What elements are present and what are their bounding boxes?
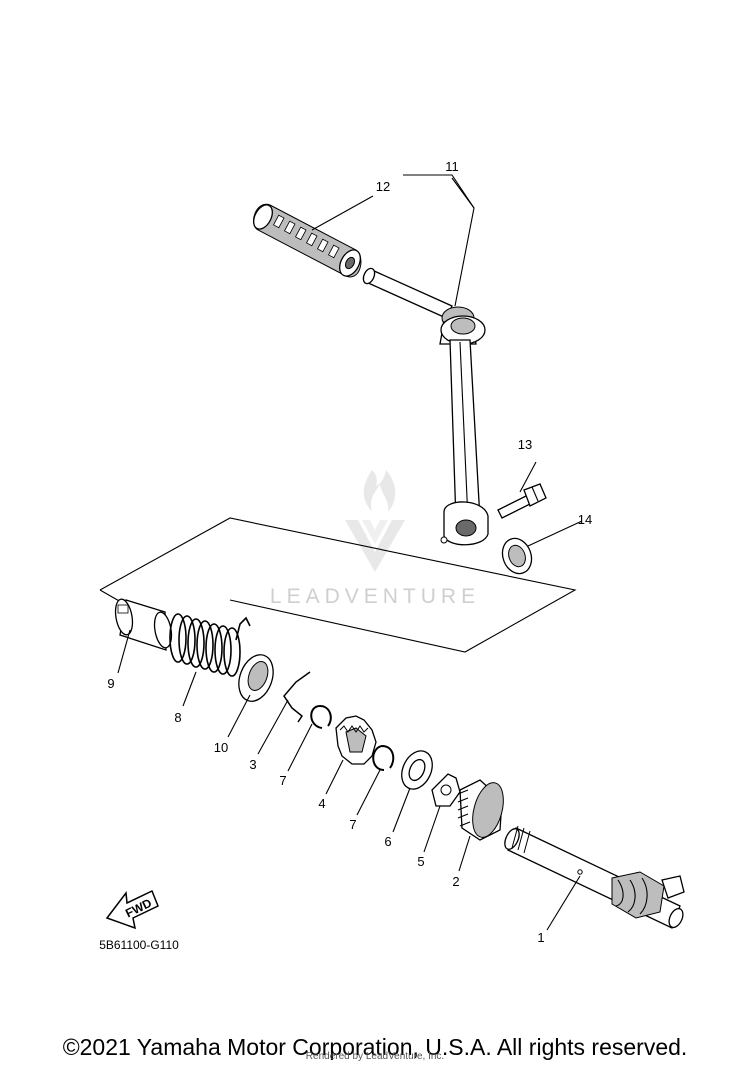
callout-5: 5 bbox=[417, 854, 424, 869]
callout-7b: 7 bbox=[349, 817, 356, 832]
part-1-kick-axle bbox=[504, 825, 685, 929]
callout-3: 3 bbox=[249, 757, 256, 772]
part-9-collar bbox=[114, 598, 173, 651]
part-3-clip bbox=[283, 671, 311, 723]
part-7-circlip-upper bbox=[310, 704, 332, 729]
part-6-washer bbox=[401, 750, 433, 790]
rendered-by: Rendered by LeadVenture, Inc. bbox=[305, 1051, 445, 1062]
callout-4: 4 bbox=[318, 796, 325, 811]
part-13-bolt bbox=[497, 483, 547, 519]
part-14-oil-seal bbox=[501, 537, 533, 575]
callout-7a: 7 bbox=[279, 773, 286, 788]
leader-lines bbox=[117, 174, 583, 931]
part-12-kick-grip bbox=[253, 203, 362, 278]
part-2-kick-gear bbox=[457, 779, 504, 841]
kit-bracket bbox=[99, 517, 577, 653]
callout-12: 12 bbox=[376, 179, 390, 194]
watermark-text: LEADVENTURE bbox=[270, 585, 480, 608]
callout-8: 8 bbox=[174, 710, 181, 725]
part-10-spring-guide bbox=[238, 654, 274, 702]
fwd-arrow-icon: FWD bbox=[105, 889, 159, 930]
callout-6: 6 bbox=[384, 834, 391, 849]
diagram-code: 5B61100-G110 bbox=[99, 938, 179, 952]
callout-2: 2 bbox=[452, 874, 459, 889]
leadventure-logo-icon bbox=[345, 470, 405, 572]
callout-10: 10 bbox=[214, 740, 228, 755]
callout-11: 11 bbox=[445, 159, 459, 174]
part-7-circlip-lower bbox=[372, 744, 395, 771]
part-4-ratchet bbox=[335, 715, 377, 765]
callout-13: 13 bbox=[518, 437, 532, 452]
callout-1: 1 bbox=[537, 930, 544, 945]
part-11-kick-crank bbox=[362, 267, 489, 546]
callout-9: 9 bbox=[107, 676, 114, 691]
callout-14: 14 bbox=[578, 512, 592, 527]
part-5-clip-plate bbox=[431, 773, 461, 807]
copyright-notice: ©2021 Yamaha Motor Corporation, U.S.A. A… bbox=[62, 1034, 688, 1060]
part-8-kick-spring bbox=[169, 613, 251, 677]
